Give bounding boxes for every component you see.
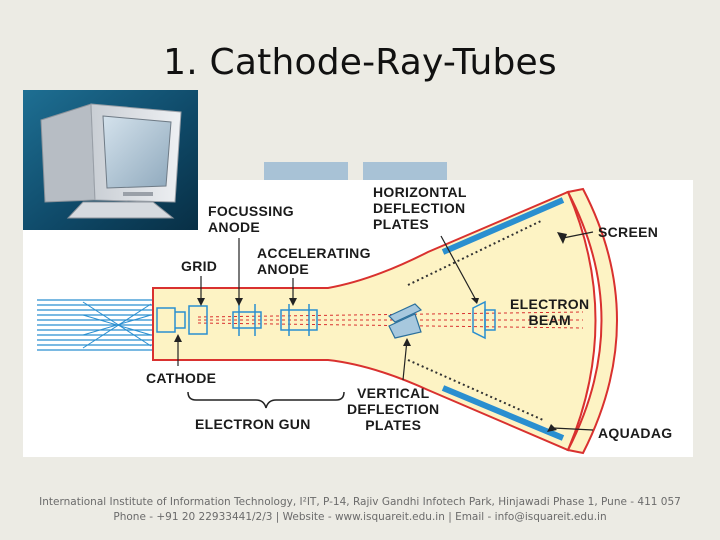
decorative-tab-right xyxy=(363,162,447,182)
label-cathode: CATHODE xyxy=(146,370,217,386)
connector-wires xyxy=(37,299,153,351)
label-grid: GRID xyxy=(181,258,218,274)
label-screen: SCREEN xyxy=(598,224,659,240)
tube-envelope xyxy=(152,190,597,452)
label-vertical-deflection-plates: VERTICAL DEFLECTION PLATES xyxy=(347,385,440,433)
crt-diagram-drawing xyxy=(37,187,618,455)
cathode-grid-assembly xyxy=(156,305,208,335)
footer-address: International Institute of Information T… xyxy=(39,496,681,508)
label-horizontal-deflection-plates: HORIZONTAL DEFLECTION PLATES xyxy=(373,184,467,232)
electron-gun-brace xyxy=(187,391,345,409)
crt-diagram: FOCUSSING ANODE HORIZONTAL DEFLECTION PL… xyxy=(23,180,693,457)
label-electron-beam: ELECTRON BEAM xyxy=(510,296,590,328)
label-accelerating-anode: ACCELERATING ANODE xyxy=(257,245,371,277)
aquadag-bottom xyxy=(441,385,565,441)
connector-wire-fan xyxy=(82,301,152,349)
accelerating-anode-shape xyxy=(280,304,318,336)
aquadag-top xyxy=(441,197,565,255)
footer-contact: Phone - +91 20 22933441/2/3 | Website - … xyxy=(113,511,607,523)
vertical-deflection-plate-shape xyxy=(387,303,423,339)
label-electron-gun: ELECTRON GUN xyxy=(195,416,311,432)
crt-monitor-image xyxy=(23,90,198,230)
leader-lines xyxy=(177,231,594,431)
horizontal-deflection-plate-shape xyxy=(472,300,496,340)
screen-face xyxy=(566,187,618,455)
label-aquadag: AQUADAG xyxy=(598,425,673,441)
focussing-anode-shape xyxy=(232,304,262,336)
leader-arrowheads xyxy=(174,232,567,432)
label-focussing-anode: FOCUSSING ANODE xyxy=(208,203,294,235)
decorative-tab-left xyxy=(264,162,348,182)
crt-monitor-drawing xyxy=(23,90,198,230)
slide-title: 1. Cathode-Ray-Tubes xyxy=(163,42,557,83)
